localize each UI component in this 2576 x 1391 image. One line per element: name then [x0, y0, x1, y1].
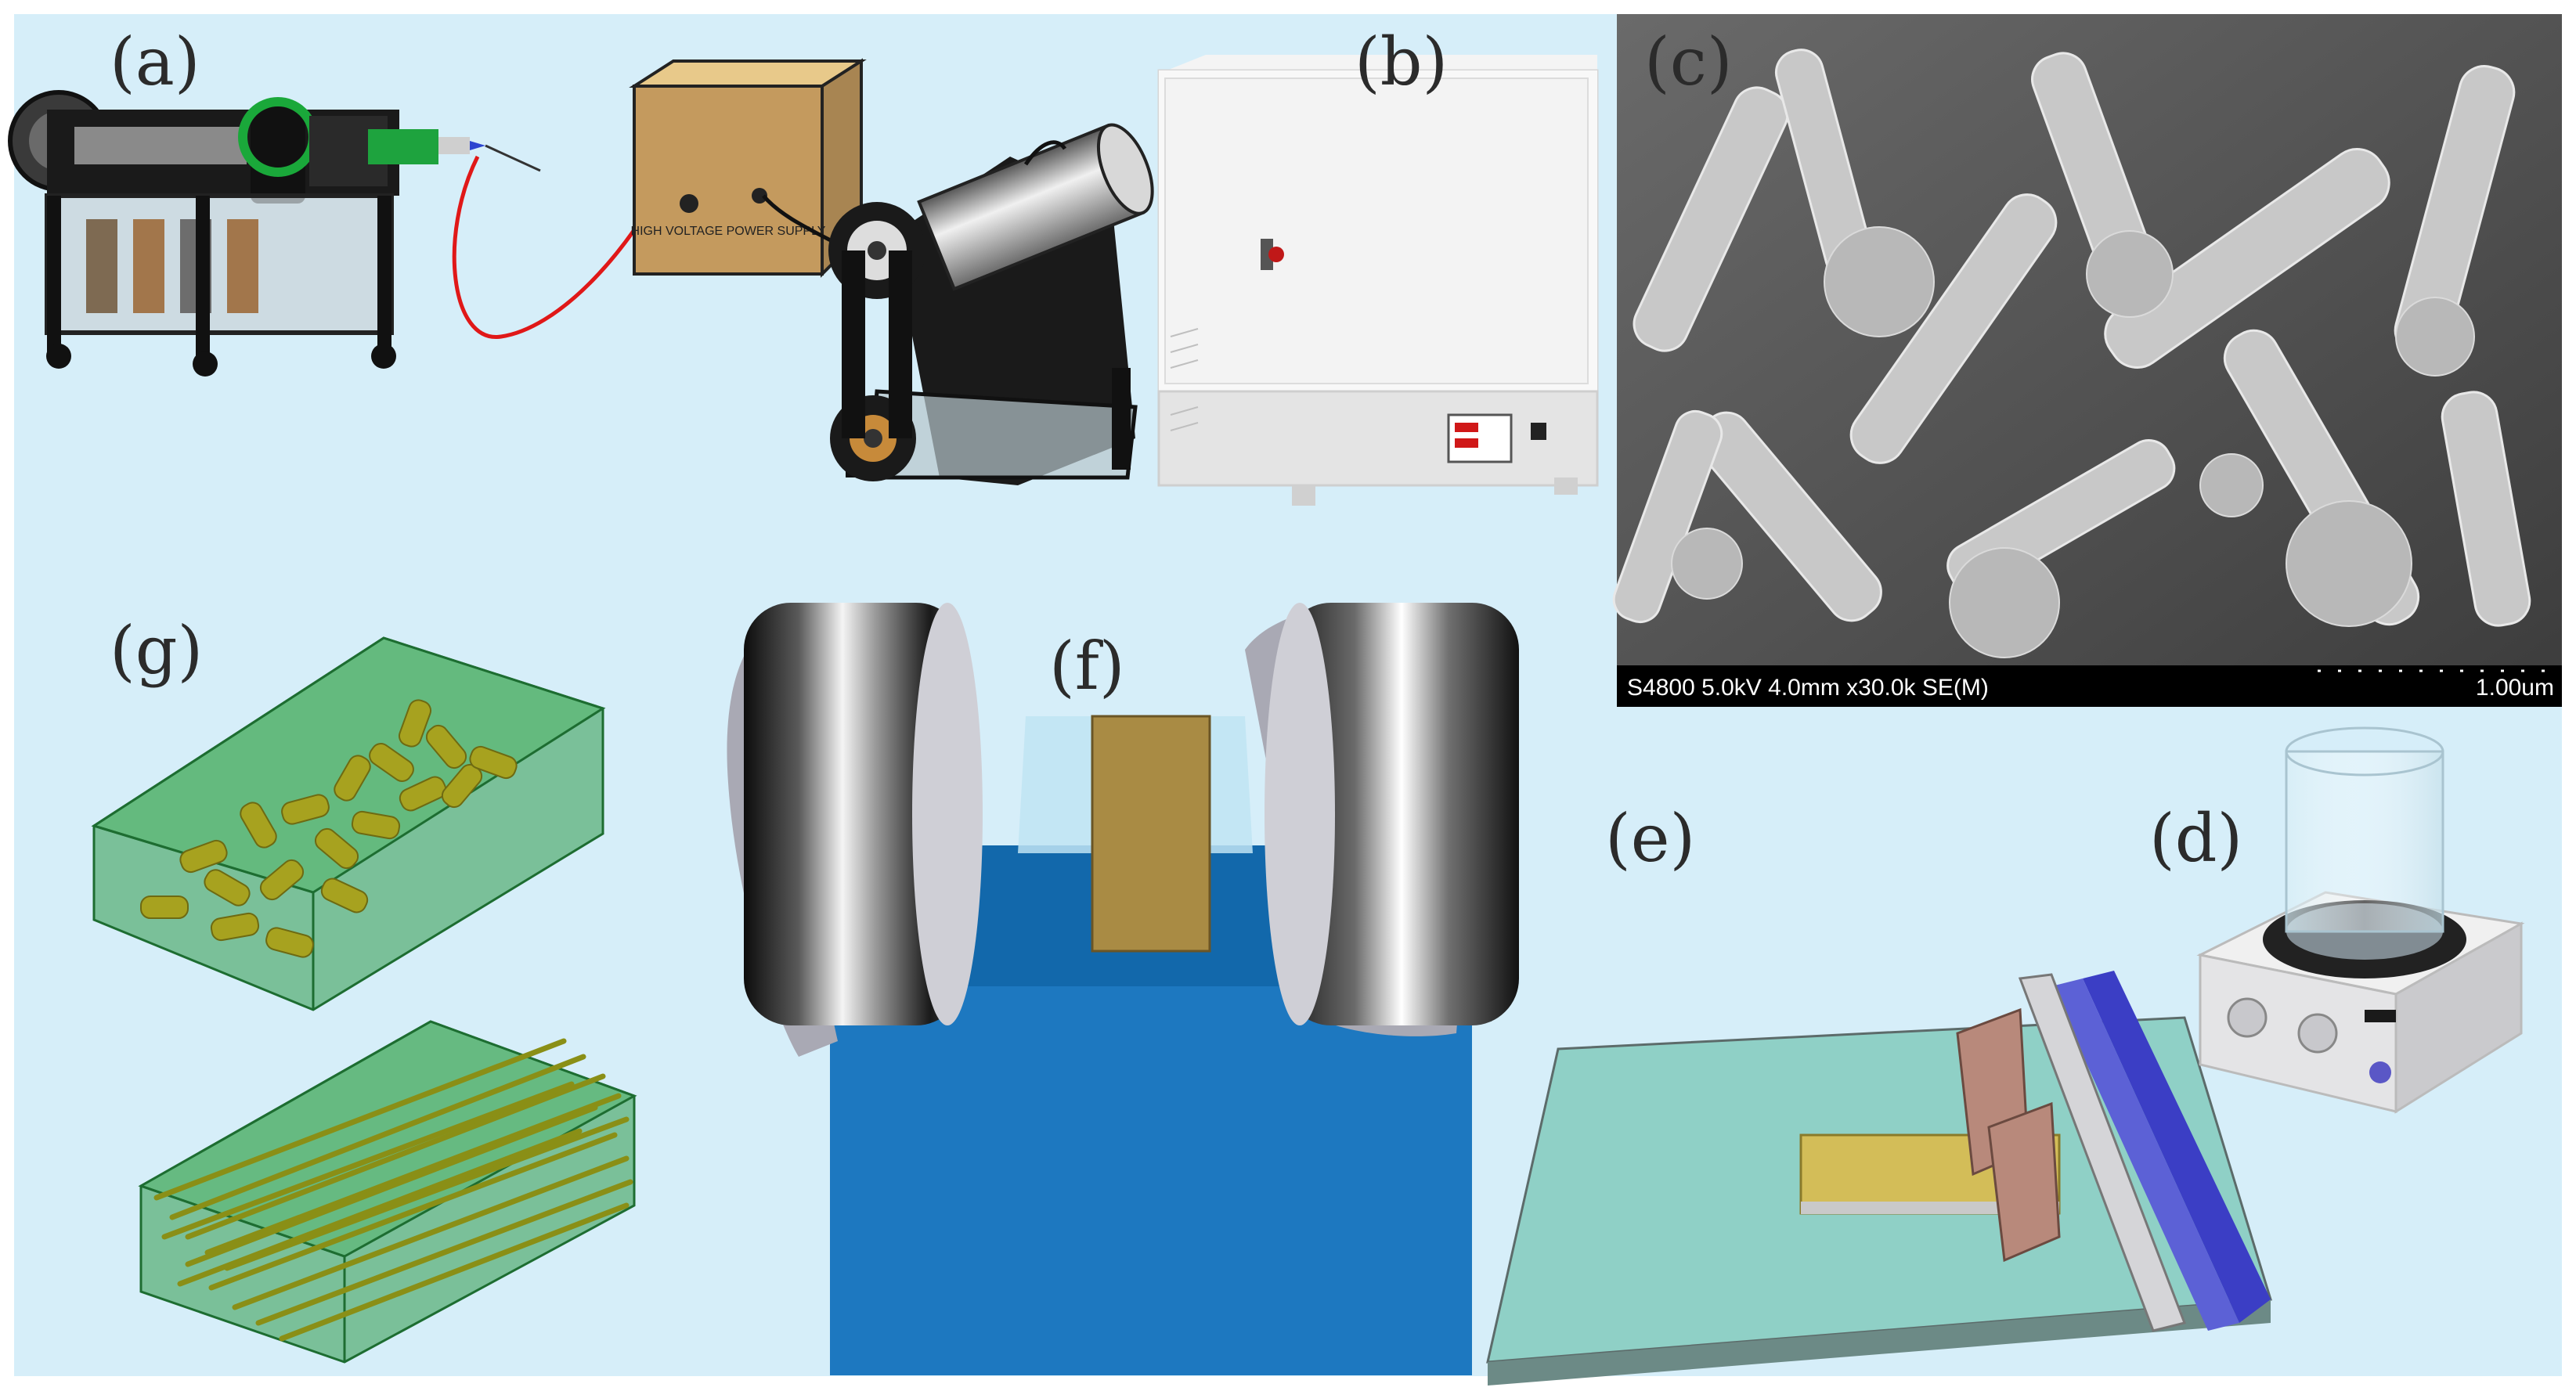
- panel-label-a: (a): [110, 23, 200, 100]
- panel-label-d: (d): [2149, 800, 2242, 877]
- panel-label-e: (e): [1605, 800, 1695, 877]
- electrospinning-setup: HIGH VOLTAGE POWER SUPPLY (a): [8, 23, 1154, 485]
- panel-label-g: (g): [110, 612, 203, 689]
- panel-label-c: (c): [1644, 23, 1733, 100]
- magnetic-stirrer: (d): [2149, 726, 2525, 1114]
- random-rod-box: [91, 636, 606, 1011]
- drum-collector: [828, 123, 1154, 485]
- sem-info-text: S4800 5.0kV 4.0mm x30.0k SE(M): [1627, 675, 1989, 701]
- syringe-pump: [8, 90, 541, 377]
- power-supply-label: HIGH VOLTAGE POWER SUPPLY: [631, 225, 826, 238]
- high-voltage-wire: [452, 155, 676, 339]
- power-supply-box: HIGH VOLTAGE POWER SUPPLY: [629, 58, 867, 278]
- sem-scale-text: 1.00um: [2476, 675, 2554, 701]
- composite-models: (g): [91, 612, 637, 1364]
- sem-image: S4800 5.0kV 4.0mm x30.0k SE(M) 1.00um (c…: [1612, 14, 2562, 707]
- tape-casting: (e): [1486, 800, 2272, 1386]
- pressed-film: [1091, 715, 1211, 953]
- panel-label-f: (f): [1049, 628, 1125, 705]
- aligned-fiber-box: [138, 1020, 637, 1364]
- muffle-furnace: (b): [1157, 23, 1599, 506]
- right-roller: [1284, 603, 1519, 1025]
- press-base: [830, 986, 1472, 1375]
- roller-press: (f): [727, 603, 1519, 1375]
- left-roller: [744, 603, 963, 1025]
- panel-label-b: (b): [1355, 23, 1448, 100]
- sem-info-bar: [1617, 665, 2562, 707]
